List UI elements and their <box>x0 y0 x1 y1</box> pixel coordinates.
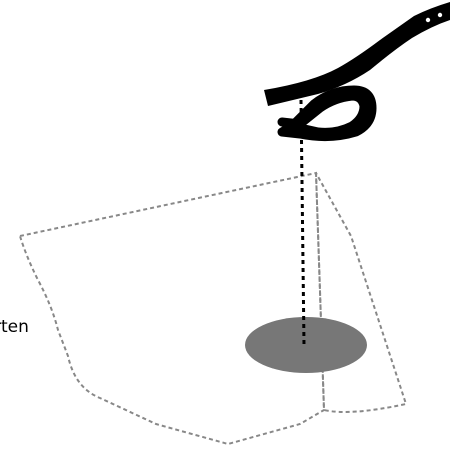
cut-label: rten <box>0 317 29 337</box>
left-panel-outline <box>18 171 326 446</box>
strap-arm <box>264 2 450 106</box>
strap-hole <box>425 17 431 23</box>
plumb-line <box>299 99 306 346</box>
strap-loop <box>277 85 377 142</box>
strap-hole <box>437 12 443 18</box>
plumb-bob <box>245 317 367 373</box>
right-panel-outline <box>315 172 408 413</box>
